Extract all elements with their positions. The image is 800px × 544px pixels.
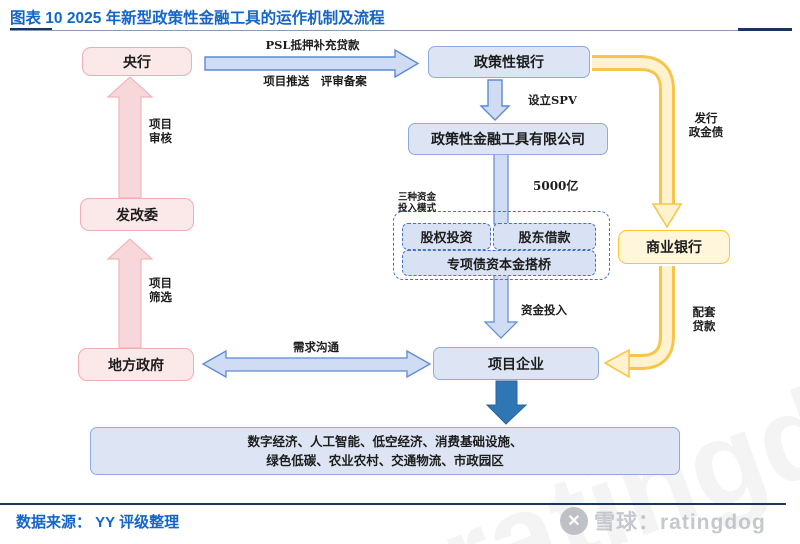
label-amount: 5000亿 bbox=[533, 179, 579, 193]
title-rule-left bbox=[10, 28, 52, 31]
issue-bond-arrow-inner bbox=[592, 58, 672, 204]
project-screening-arrow bbox=[106, 238, 154, 349]
supporting-loan-arrow-inner bbox=[628, 266, 672, 367]
label-supporting-loan-line1: 配套 bbox=[692, 305, 716, 319]
node-special-bond-bridge: 专项债资本金搭桥 bbox=[402, 250, 596, 276]
label-supporting-loan: 配套 贷款 bbox=[684, 305, 724, 333]
sectors-line-2: 绿色低碳、农业农村、交通物流、市政园区 bbox=[266, 453, 504, 468]
label-three-modes: 三种资金 投入模式 bbox=[398, 192, 436, 214]
title-rule bbox=[10, 30, 790, 31]
demand-communication-arrow bbox=[201, 349, 432, 379]
sectors-line-1: 数字经济、人工智能、低空经济、消费基础设施、 bbox=[247, 434, 523, 449]
funding-modes-group bbox=[393, 211, 610, 280]
node-local-government: 地方政府 bbox=[78, 348, 194, 381]
node-tool-company: 政策性金融工具有限公司 bbox=[408, 123, 608, 155]
node-policy-bank: 政策性银行 bbox=[428, 46, 590, 78]
label-project-screening-line1: 项目 bbox=[149, 276, 172, 290]
label-project-review: 项目 审核 bbox=[149, 117, 172, 145]
data-source: 数据来源： YY 评级整理 bbox=[16, 514, 180, 531]
figure-title: 图表 10 2025 年新型政策性金融工具的运作机制及流程 bbox=[10, 10, 385, 27]
label-capital-injection: 资金投入 bbox=[521, 303, 567, 317]
label-project-screening: 项目 筛选 bbox=[149, 276, 172, 304]
node-central-bank: 央行 bbox=[82, 47, 192, 76]
capital-injection-arrow bbox=[483, 272, 519, 339]
label-psl-loan: PSL抵押补充贷款 bbox=[265, 38, 360, 52]
label-project-push-review: 项目推送 评审备案 bbox=[263, 74, 367, 88]
project-review-arrow bbox=[106, 76, 154, 199]
label-issue-bond-line1: 发行 bbox=[694, 111, 718, 125]
node-equity-investment: 股权投资 bbox=[402, 223, 491, 250]
psl-arrow bbox=[204, 48, 420, 79]
node-sectors: 数字经济、人工智能、低空经济、消费基础设施、 绿色低碳、农业农村、交通物流、市政… bbox=[90, 427, 680, 475]
sectors-arrow bbox=[485, 380, 528, 425]
watermark-row: ✕ 雪球：ratingdog bbox=[560, 506, 766, 536]
watermark-text: 雪球：ratingdog bbox=[594, 511, 766, 534]
setup-spv-arrow bbox=[479, 79, 511, 121]
footer-rule bbox=[0, 503, 786, 505]
node-project-enterprise: 项目企业 bbox=[433, 347, 599, 380]
label-demand-communication: 需求沟通 bbox=[293, 340, 339, 354]
label-project-review-line1: 项目 bbox=[149, 117, 172, 131]
label-project-screening-line2: 筛选 bbox=[149, 290, 172, 304]
node-commercial-bank: 商业银行 bbox=[618, 230, 730, 264]
xueqiu-logo-icon: ✕ bbox=[560, 507, 588, 535]
node-shareholder-loan: 股东借款 bbox=[493, 223, 596, 250]
label-supporting-loan-line2: 贷款 bbox=[692, 319, 716, 333]
xueqiu-logo-glyph: ✕ bbox=[567, 513, 581, 530]
label-project-review-line2: 审核 bbox=[149, 131, 172, 145]
label-issue-bond-line2: 政金债 bbox=[688, 125, 724, 139]
label-three-modes-line1: 三种资金 bbox=[398, 192, 437, 203]
issue-bond-arrowhead bbox=[651, 203, 683, 229]
supporting-loan-arrowhead bbox=[603, 348, 630, 379]
label-issue-policy-bond: 发行 政金债 bbox=[680, 111, 732, 139]
label-three-modes-line2: 投入模式 bbox=[398, 203, 437, 214]
title-rule-right bbox=[738, 28, 792, 31]
node-ndrc: 发改委 bbox=[80, 198, 194, 231]
label-setup-spv: 设立SPV bbox=[528, 93, 577, 107]
